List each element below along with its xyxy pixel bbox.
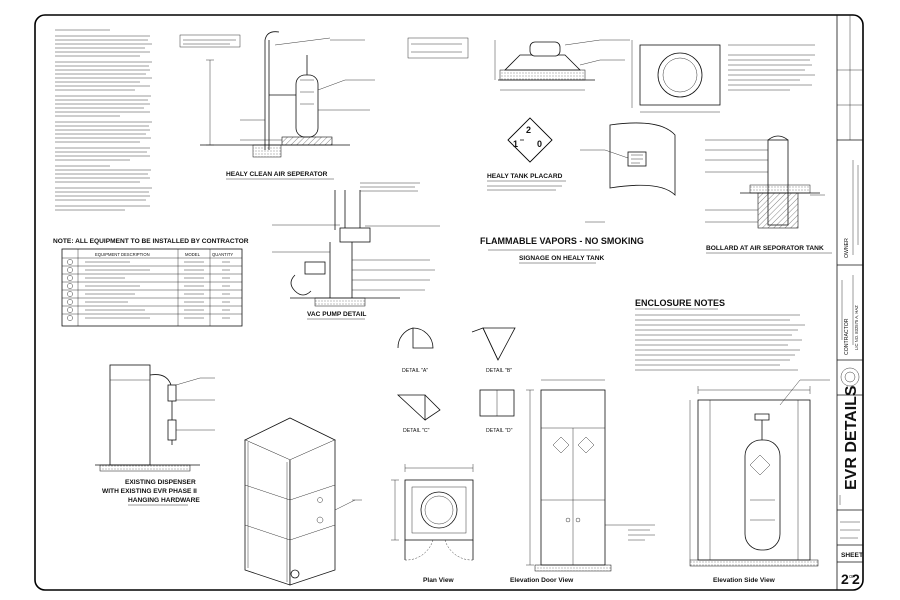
equipment-table: NOTE: ALL EQUIPMENT TO BE INSTALLED BY C… [53, 238, 249, 327]
pad-section-detail [407, 37, 630, 91]
placard-top-digit: 2 [526, 125, 531, 135]
elevation-side-view: Elevation Side View [689, 379, 830, 584]
detail-b-label: DETAIL "B" [486, 368, 512, 374]
vac-pump-detail: VAC PUMP DETAIL [272, 190, 440, 320]
sheet-number: 2 [841, 571, 849, 587]
healy-clean-air-label: HEALY CLEAN AIR SEPERATOR [226, 171, 328, 178]
title-block: OWNER CONTRACTOR LIC NO. 832575 A, HAZ E… [836, 15, 863, 590]
bollard-detail: BOLLARD AT AIR SEPORATOR TANK [705, 135, 832, 254]
healy-tank-placard: 2 1 0 HEALY TANK PLACARD [487, 117, 566, 191]
sheet-title: EVR DETAILS [843, 385, 860, 490]
owner-label: OWNER [844, 238, 850, 258]
elevation-side-label: Elevation Side View [713, 577, 776, 584]
sheet-total: 2 [852, 571, 860, 587]
detail-a-label: DETAIL "A" [402, 368, 428, 374]
healy-tank-placard-label: HEALY TANK PLACARD [487, 173, 563, 180]
contractor-label: CONTRACTOR [844, 318, 850, 355]
sheet-label: SHEET [841, 552, 863, 559]
healy-clean-air-detail: HEALY CLEAN AIR SEPERATOR [179, 31, 375, 180]
enclosure-notes-title: ENCLOSURE NOTES [635, 298, 725, 308]
elevation-door-view: Elevation Door View [510, 379, 655, 584]
signage-on-healy-label: SIGNAGE ON HEALY TANK [519, 255, 604, 262]
placard-right-digit: 0 [537, 139, 542, 149]
bollard-label: BOLLARD AT AIR SEPORATOR TANK [706, 245, 824, 252]
equipment-header-model: MODEL [185, 252, 201, 257]
placard-left-digit: 1 [513, 139, 518, 149]
dispenser-label-1: EXISTING DISPENSER [125, 479, 196, 486]
plan-view-label: Plan View [423, 577, 455, 584]
details-abcd: DETAIL "A" DETAIL "B" DETAIL "C" DETAIL … [396, 327, 516, 434]
sheet-of: OF [849, 574, 855, 579]
sheet-border [34, 14, 864, 591]
detail-d-label: DETAIL "D" [486, 428, 513, 434]
license-number: LIC NO. 832575 A, HAZ [854, 305, 859, 350]
detail-c-label: DETAIL "C" [403, 428, 430, 434]
equipment-header-quantity: QUANTITY [212, 252, 233, 257]
enclosure-notes: ENCLOSURE NOTES [635, 298, 805, 371]
vac-pump-label: VAC PUMP DETAIL [307, 311, 366, 318]
general-notes-block [55, 29, 152, 211]
signage-tank-sketch [580, 122, 676, 196]
isometric-enclosure [244, 417, 362, 586]
plan-view: Plan View [391, 464, 474, 584]
equipment-callout-lines [360, 182, 420, 192]
flammable-vapors-sign: FLAMMABLE VAPORS - NO SMOKING SIGNAGE ON… [480, 221, 644, 264]
tank-plan-circle [631, 40, 815, 113]
dispenser-label-3: HANGING HARDWARE [128, 497, 200, 504]
flammable-vapors-text: FLAMMABLE VAPORS - NO SMOKING [480, 236, 644, 246]
dispenser-label-2: WITH EXISTING EVR PHASE II [102, 488, 197, 495]
equipment-header-description: EQUIPMENT DESCRIPTION [95, 252, 150, 257]
elevation-door-label: Elevation Door View [510, 577, 574, 584]
existing-dispenser-detail: EXISTING DISPENSER WITH EXISTING EVR PHA… [95, 364, 215, 506]
equipment-note: NOTE: ALL EQUIPMENT TO BE INSTALLED BY C… [53, 238, 249, 245]
